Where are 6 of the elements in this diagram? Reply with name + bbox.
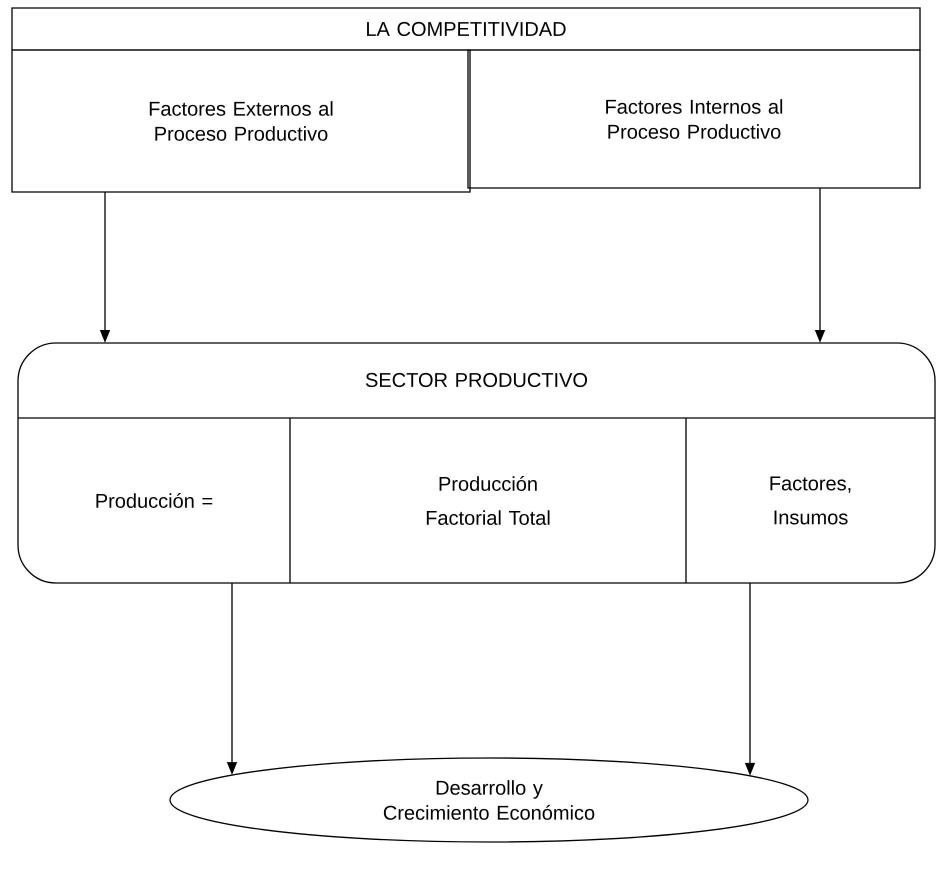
text-box: Factores Externos al Proceso Productivo: [11, 49, 471, 193]
table-cell: Producción Factorial Total: [426, 476, 550, 525]
table-cell: Factores, Insumos: [770, 476, 850, 524]
text-box: LA COMPETITIVIDAD: [11, 7, 921, 51]
table-cell: Producción =: [96, 493, 212, 508]
text-box: Factores Internos al Proceso Productivo: [467, 49, 921, 189]
